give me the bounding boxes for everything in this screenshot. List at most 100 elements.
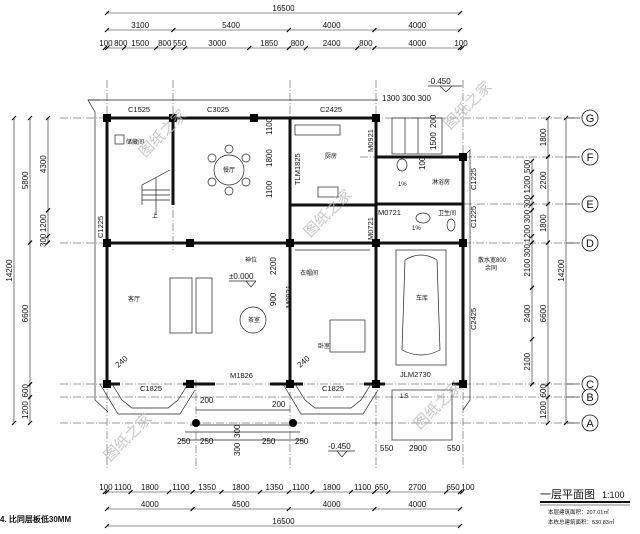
dim-value: 1350 [266, 483, 284, 492]
dim-value: 650 [375, 483, 389, 492]
dim-text: 200 [200, 396, 214, 405]
dim-tick [309, 489, 315, 495]
dim-value: 300 [523, 194, 532, 208]
dim-tick [27, 115, 33, 121]
dim-tick [170, 27, 176, 33]
dining-table-icon [207, 144, 251, 196]
slope-label: 1% [398, 182, 407, 188]
dim-tick [529, 233, 535, 239]
dim-tick [170, 45, 176, 51]
dim-tick [286, 489, 292, 495]
dim-value: 650 [446, 483, 460, 492]
dim-tick [457, 523, 463, 529]
dim-tick [45, 207, 51, 213]
car-icon [401, 254, 441, 356]
window-c2425-right: C2425 [469, 308, 478, 330]
door-tlm1825: TLM1825 [293, 153, 302, 185]
room-bedroom: 卧室 [318, 342, 330, 350]
dim-tick [545, 240, 551, 246]
axis-label: E [586, 199, 593, 211]
slope-label: 1% [412, 226, 421, 232]
dim-tick [354, 45, 360, 51]
dim-value: 800 [114, 39, 128, 48]
dim-tick [104, 27, 110, 33]
dim-value: 16500 [272, 4, 295, 13]
dim-tick [545, 154, 551, 160]
dim-text: 250 [262, 437, 276, 446]
dim-value: 4300 [39, 155, 48, 173]
dim-tick [219, 489, 224, 495]
room-kitchen: 厨房 [325, 152, 337, 160]
dim-tick [45, 233, 51, 239]
door-m0721-2: M0721 [366, 217, 375, 240]
dim-tick [459, 489, 465, 495]
elevation-floor: ±0.000 [229, 272, 254, 281]
elevation-bottom: -0.450 [328, 442, 351, 451]
elevation-top: -0.450 [428, 77, 451, 86]
dim-value: 2400 [323, 39, 341, 48]
dim-tick [27, 381, 33, 387]
dim-value: 1200 [523, 175, 532, 193]
staircase-icon [141, 169, 171, 215]
dim-text: 1100 [265, 180, 274, 198]
floor-area: 本层建筑面积：207.01㎡ [548, 508, 609, 516]
axis-bubble-F [581, 148, 599, 166]
dim-tick [545, 420, 551, 426]
dim-text: 300 [233, 424, 242, 438]
elevation-triangle-icon [428, 85, 462, 93]
dim-chain-left_total: 14200 [5, 115, 17, 426]
window-c2425: C2425 [320, 105, 342, 114]
axis-bubble-G [581, 109, 599, 127]
dim-value: 500 [523, 159, 532, 173]
dim-value: 800 [291, 39, 305, 48]
room-tea: 茶室 [248, 316, 260, 324]
tea-table-icon [239, 306, 267, 334]
dim-tick [102, 489, 108, 495]
dim-tick [153, 45, 159, 51]
dim-value: 1200 [539, 401, 548, 419]
toilet-icon-2 [446, 218, 456, 232]
dim-value: 2400 [523, 304, 532, 322]
dim-value: 4000 [323, 21, 341, 30]
dim-tick [104, 489, 110, 495]
dim-value: 1800 [539, 214, 548, 232]
dim-tick [371, 27, 377, 33]
dim-value: 2100 [523, 352, 532, 370]
apron-note: 散水宽800 [478, 256, 507, 264]
dim-tick [545, 115, 551, 121]
dim-value: 1100 [292, 483, 310, 492]
dim-text: 250 [200, 437, 214, 446]
door-m0721: M0721 [378, 208, 401, 217]
dim-value: 1100 [172, 483, 190, 492]
dim-value: 1200 [21, 401, 30, 419]
axis-bubble-D [581, 234, 599, 252]
dim-value: 300 [523, 243, 532, 257]
drawing-scale: 1:100 [602, 490, 625, 500]
sofa-chaise-icon [195, 277, 213, 334]
dim-tick [128, 489, 133, 495]
dim-text: 1100 [265, 117, 274, 135]
dim-tick [529, 195, 535, 200]
dim-tick [27, 420, 33, 426]
dim-tick [529, 169, 535, 175]
axis-label: F [587, 152, 594, 164]
dim-tick [166, 489, 172, 495]
dim-value: 1100 [354, 483, 372, 492]
dim-tick [457, 489, 463, 495]
dim-value: 1350 [198, 483, 216, 492]
stair-up-label: 上 [152, 212, 158, 220]
dim-value: 3000 [208, 39, 226, 48]
dim-text: 100 [418, 156, 427, 170]
room-living: 客厅 [128, 295, 140, 303]
dim-value: 3100 [131, 21, 149, 30]
dim-tick [348, 489, 354, 495]
dim-tick [443, 489, 449, 495]
dim-text: 200 [272, 400, 286, 409]
title-block: 一层平面图 1:100 本层建筑面积：207.01㎡ 本栋总建筑面积：530.8… [0, 488, 630, 526]
